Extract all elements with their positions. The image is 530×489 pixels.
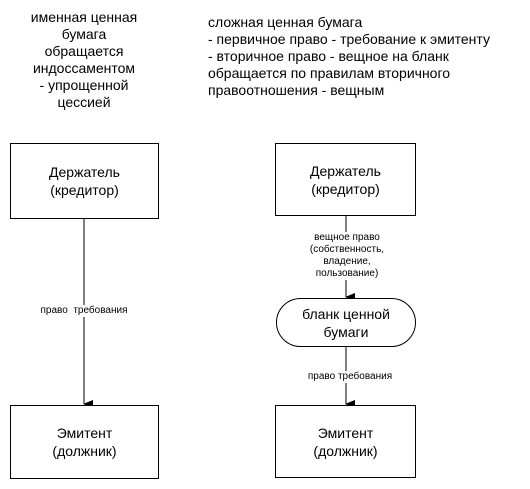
real-right-label: вещное право (собственность, владение, п…: [296, 232, 398, 280]
right-scheme-caption: сложная ценная бумага - первичное право …: [208, 14, 490, 98]
security-blank-node: бланк ценной бумаги: [276, 298, 416, 347]
right-issuer-box: Эмитент (должник): [275, 405, 416, 478]
left-claim-right-label: право требования: [22, 305, 146, 317]
left-issuer-box: Эмитент (должник): [10, 405, 159, 479]
left-holder-box: Держатель (кредитор): [10, 143, 159, 219]
left-scheme-caption: именная ценная бумага обращается индосса…: [30, 9, 138, 110]
right-holder-box: Держатель (кредитор): [275, 143, 416, 216]
right-claim-right-label: право требования: [294, 371, 406, 383]
